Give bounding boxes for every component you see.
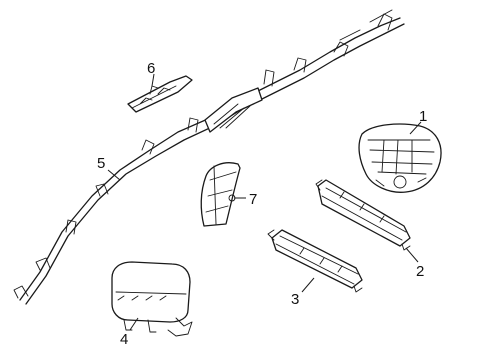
curtain-airbag xyxy=(13,9,405,305)
front-airbag-module xyxy=(111,261,193,337)
callout-leaders xyxy=(107,73,422,331)
knee-airbag-module xyxy=(200,162,241,227)
callout-4: 4 xyxy=(120,331,128,348)
callout-7: 7 xyxy=(249,191,257,208)
callout-6: 6 xyxy=(147,60,155,77)
small-bracket-part xyxy=(127,75,193,113)
callout-2: 2 xyxy=(416,263,424,280)
passenger-airbag-module xyxy=(315,179,411,251)
callout-5: 5 xyxy=(97,155,105,172)
driver-airbag-module xyxy=(358,123,442,193)
side-airbag-module xyxy=(267,229,363,293)
callout-1: 1 xyxy=(419,108,427,125)
callout-3: 3 xyxy=(291,291,299,308)
